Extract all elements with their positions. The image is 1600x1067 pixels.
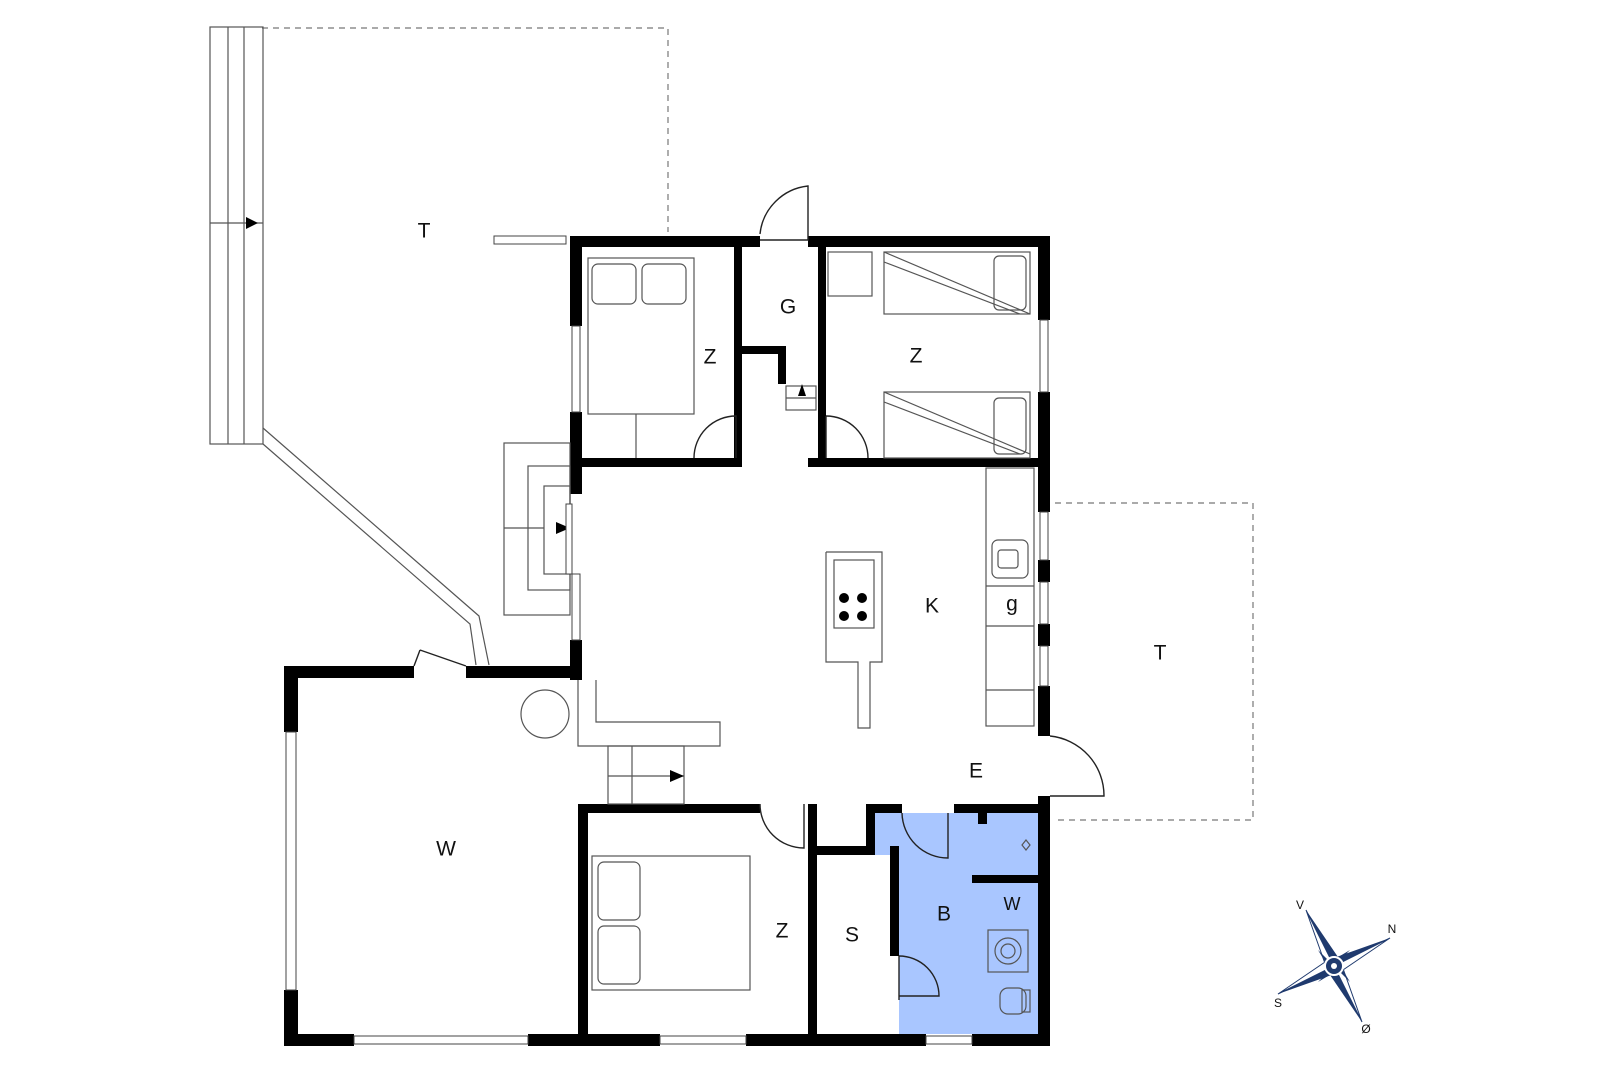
label-utility: g (1006, 593, 1018, 616)
deck-railing (209, 26, 490, 666)
compass-east: Ø (1361, 1022, 1370, 1036)
label-bedroom-nw: Z (704, 346, 717, 369)
compass-south: S (1274, 996, 1282, 1010)
compass-west: V (1296, 898, 1304, 912)
windows (285, 319, 1049, 1045)
bathroom-fixtures (987, 839, 1031, 1015)
living-counter-and-stair (577, 680, 721, 805)
bunks-ne (827, 251, 1031, 459)
label-kitchen: K (925, 595, 939, 618)
label-entrance: E (969, 760, 983, 783)
bathroom-area (875, 804, 1038, 1034)
loft-stair (785, 384, 817, 411)
terrace-right-outline (1055, 502, 1254, 821)
kitchen-island (825, 551, 883, 729)
label-guest-toilet: G (780, 296, 796, 319)
room-labels: T T G Z Z K g E W Z S B W (418, 220, 1167, 947)
label-terrace-right: T (1154, 642, 1167, 665)
terrace-left-outline (262, 27, 669, 245)
label-storage: S (845, 924, 859, 947)
label-washer: W (1004, 894, 1021, 914)
doors (413, 185, 1105, 1000)
kitchen-counter (985, 467, 1035, 727)
compass-rose-icon: V N S Ø (1274, 898, 1396, 1036)
bed-nw (587, 257, 695, 458)
bed-south (591, 855, 751, 991)
label-terrace-left: T (418, 220, 431, 243)
compass-north: N (1388, 922, 1397, 936)
stove-and-steps (503, 442, 573, 739)
label-bedroom-ne: Z (910, 345, 923, 368)
label-bedroom-s: Z (776, 920, 789, 943)
label-bathroom: B (937, 903, 951, 926)
label-living: W (436, 838, 456, 861)
